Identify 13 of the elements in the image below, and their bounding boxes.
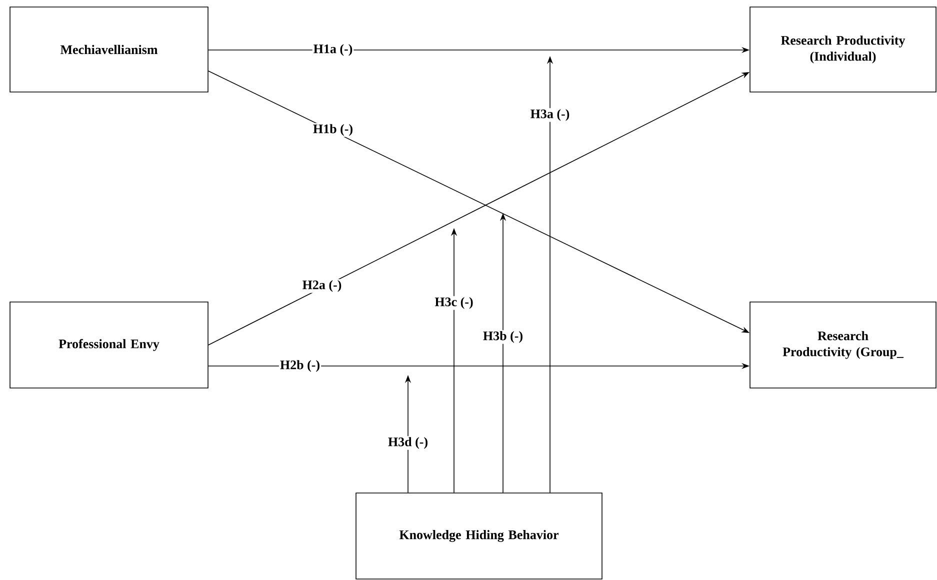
- edge-label: H1a (-): [312, 43, 354, 57]
- edge-label: H2b (-): [278, 359, 322, 373]
- edge-label: H3c (-): [434, 296, 474, 310]
- construct-box: Mechiavellianism: [10, 6, 208, 92]
- construct-box: Research Productivity (Individual): [750, 6, 936, 92]
- construct-box: Research Productivity (Group_: [750, 302, 936, 388]
- edge-label: H1b (-): [312, 123, 354, 137]
- edge-label: H2a (-): [301, 279, 343, 293]
- construct-box: Knowledge Hiding Behavior: [356, 492, 602, 580]
- edge-label: H3b (-): [482, 330, 524, 344]
- edge-label: H3d (-): [386, 436, 430, 450]
- edge-label: H3a (-): [529, 108, 571, 122]
- construct-box: Professional Envy: [10, 302, 208, 388]
